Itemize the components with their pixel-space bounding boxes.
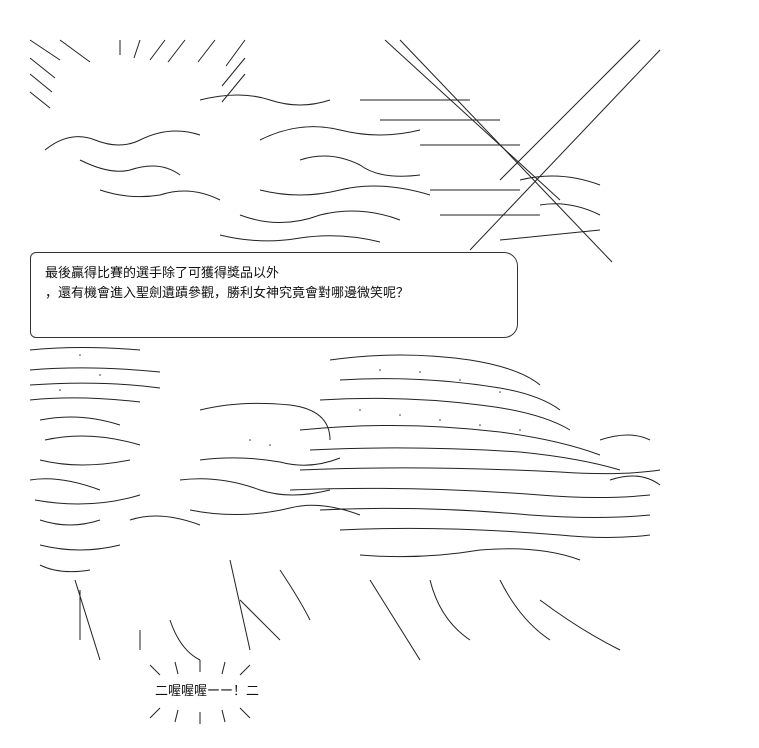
speed-lines-top-left: [29, 39, 246, 109]
light-beams-top-right: [384, 39, 661, 263]
right-figure: [289, 354, 661, 661]
shout-lines: [149, 660, 251, 724]
speech-line-2: ，還有機會進入聖劍遺蹟參觀，勝利女神究竟會對哪邊微笑呢？: [45, 286, 410, 301]
left-figure: [29, 347, 201, 661]
speech-bubble: 最後贏得比賽的選手除了可獲得獎品以外 ，還有機會進入聖劍遺蹟參觀，勝利女神究竟會…: [30, 252, 518, 338]
shout-text: 二喔喔喔ーー！二: [154, 684, 259, 699]
creature-outline: [44, 94, 601, 243]
speech-line-1: 最後贏得比賽的選手除了可獲得獎品以外: [45, 266, 280, 281]
texture-dots: [59, 354, 521, 446]
center-figure: [139, 402, 361, 661]
